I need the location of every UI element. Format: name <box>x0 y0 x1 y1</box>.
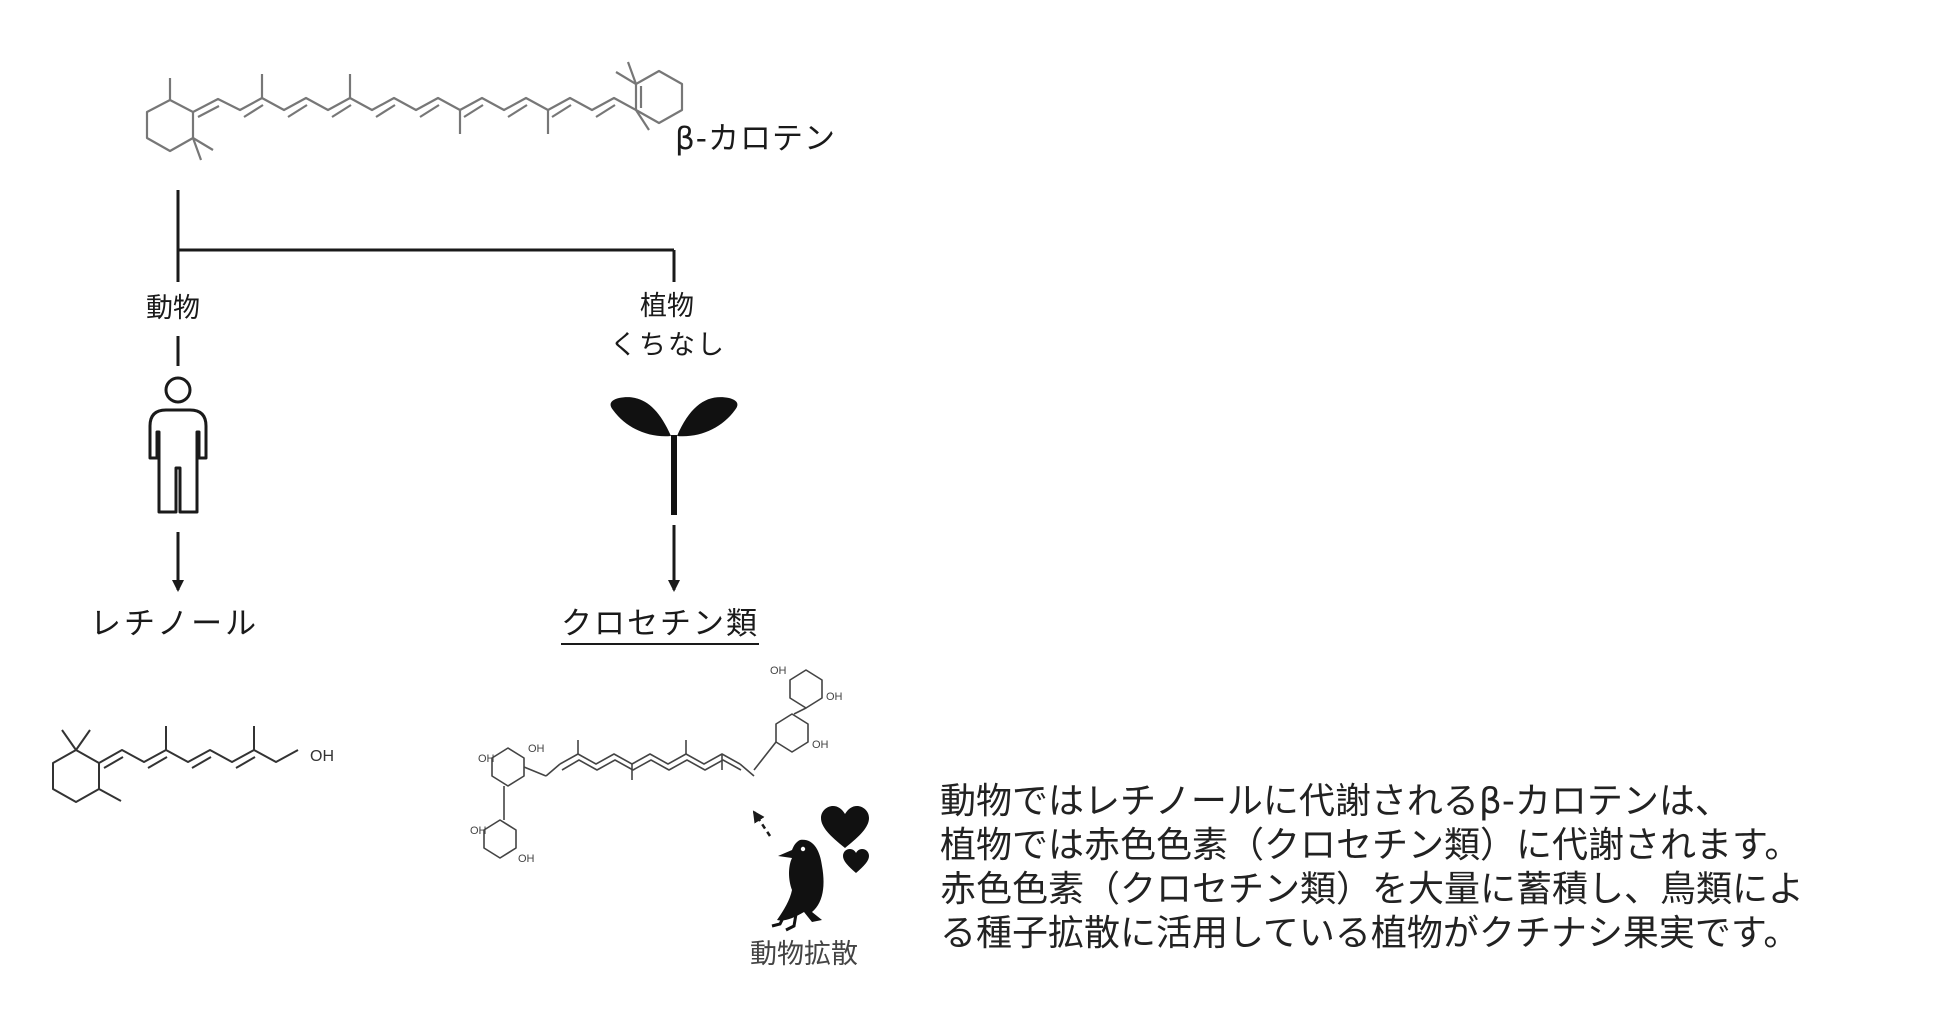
animal-branch-label: 動物 <box>146 293 200 324</box>
svg-text:OH: OH <box>470 825 487 837</box>
bird-icon <box>771 839 824 932</box>
gardenia-label: くちなし <box>610 330 726 361</box>
svg-text:OH: OH <box>478 753 495 765</box>
crocin-hydroxyl-labels: OH OH OH OH OH OH OH <box>470 665 843 865</box>
svg-text:OH: OH <box>770 665 787 677</box>
description-line: 赤色色素（クロセチン類）を大量に蓄積し、鳥類によ <box>940 869 1805 910</box>
beta-carotene-label: β-カロテン <box>675 121 836 157</box>
retinol-hydroxyl-label: OH <box>310 748 334 765</box>
svg-text:OH: OH <box>528 743 545 755</box>
description-line: 動物ではレチノールに代謝されるβ-カロテンは、 <box>940 781 1731 822</box>
heart-icon <box>821 806 869 873</box>
svg-text:OH: OH <box>826 691 843 703</box>
svg-text:OH: OH <box>812 739 829 751</box>
beta-carotene-structure <box>145 61 684 161</box>
crocetins-label: クロセチン類 <box>561 607 759 646</box>
dispersal-arrow <box>752 810 772 837</box>
description-line: る種子拡散に活用している植物がクチナシ果実です。 <box>940 913 1800 954</box>
retinol-structure <box>52 726 299 803</box>
branch-lines <box>172 190 680 592</box>
animal-dispersal-label: 動物拡散 <box>750 939 858 970</box>
description-line: 植物では赤色色素（クロセチン類）に代謝されます。 <box>940 825 1801 866</box>
retinol-label: レチノール <box>90 606 260 642</box>
human-icon <box>148 376 208 514</box>
description-text: 動物ではレチノールに代謝されるβ-カロテンは、 植物では赤色色素（クロセチン類）… <box>940 780 1804 956</box>
svg-text:OH: OH <box>518 853 535 865</box>
plant-branch-label: 植物 <box>640 291 694 322</box>
crocin-structure <box>483 669 823 859</box>
sprout-icon <box>610 397 738 515</box>
